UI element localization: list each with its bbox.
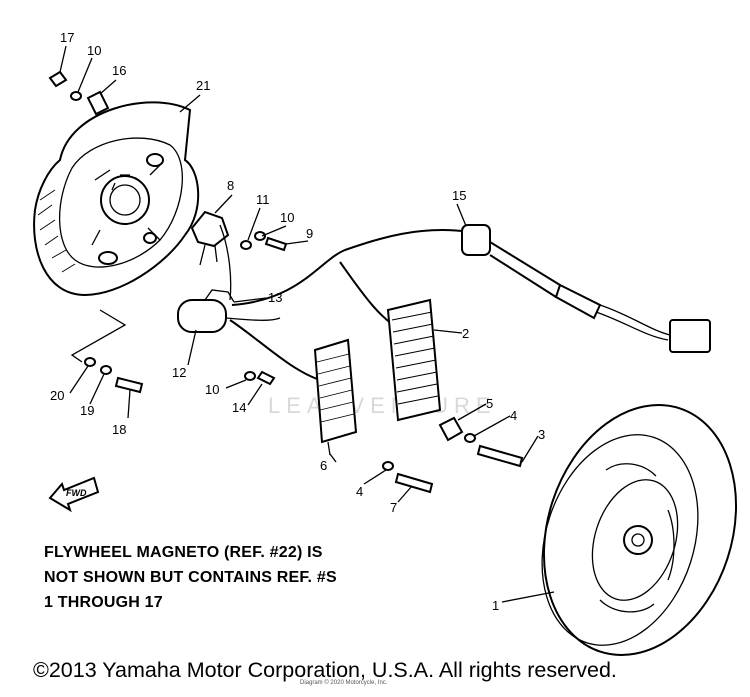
callout-10-low: 10 bbox=[205, 382, 219, 397]
screw-part-17 bbox=[48, 70, 68, 88]
washer-part-10-top bbox=[70, 91, 82, 101]
note-line-2: NOT SHOWN BUT CONTAINS REF. #S bbox=[44, 569, 337, 586]
flywheel-rotor-part-1 bbox=[541, 403, 738, 657]
callout-14: 14 bbox=[232, 400, 246, 415]
note-line-3: 1 THROUGH 17 bbox=[44, 594, 163, 611]
coil-part-2 bbox=[386, 298, 442, 422]
watermark-text: LEADVENTURE bbox=[268, 393, 497, 418]
callout-13: 13 bbox=[268, 290, 282, 305]
callout-3: 3 bbox=[538, 427, 545, 442]
screw-part-14 bbox=[256, 370, 276, 386]
screw-part-18 bbox=[114, 376, 144, 394]
ignition-coil-part-6 bbox=[313, 338, 358, 456]
callout-20: 20 bbox=[50, 388, 64, 403]
callout-2: 2 bbox=[462, 326, 469, 341]
contact-breaker-part-8 bbox=[190, 210, 232, 301]
callout-15: 15 bbox=[452, 188, 466, 203]
callout-17: 17 bbox=[60, 30, 74, 45]
diagram-stamp: Diagram © 2020 Motorcycle, Inc. bbox=[300, 679, 388, 686]
washer-part-19 bbox=[100, 365, 112, 375]
wire-harness-part-15 bbox=[229, 224, 711, 381]
flywheel-note: FLYWHEEL MAGNETO (REF. #22) IS NOT SHOWN… bbox=[44, 540, 337, 615]
screw-part-3 bbox=[476, 444, 524, 468]
callout-5: 5 bbox=[486, 396, 493, 411]
washer-part-4-right bbox=[464, 433, 476, 443]
washer-part-20 bbox=[84, 357, 96, 367]
callout-4-right: 4 bbox=[510, 408, 517, 423]
callout-9: 9 bbox=[306, 226, 313, 241]
callout-labels: 17 10 16 21 8 11 10 9 15 13 12 10 14 2 2… bbox=[50, 30, 545, 613]
screw-part-9 bbox=[264, 236, 288, 252]
callout-18: 18 bbox=[112, 422, 126, 437]
washer-part-4-left bbox=[382, 461, 394, 471]
forward-arrow-icon: FWD bbox=[48, 476, 100, 513]
callout-7: 7 bbox=[390, 500, 397, 515]
callout-4-left: 4 bbox=[356, 484, 363, 499]
forward-arrow-label: FWD bbox=[66, 488, 87, 498]
condenser-part-12 bbox=[177, 289, 281, 333]
callout-10-mid: 10 bbox=[280, 210, 294, 225]
washer-part-11 bbox=[240, 240, 252, 250]
callout-21: 21 bbox=[196, 78, 210, 93]
callout-1: 1 bbox=[492, 598, 499, 613]
callout-12: 12 bbox=[172, 365, 186, 380]
washer-part-10-mid bbox=[254, 231, 266, 241]
callout-10-top: 10 bbox=[87, 43, 101, 58]
callout-16: 16 bbox=[112, 63, 126, 78]
leader-lines bbox=[59, 45, 555, 603]
bracket-part-5 bbox=[438, 416, 464, 442]
callout-6: 6 bbox=[320, 458, 327, 473]
screw-part-7 bbox=[394, 472, 434, 494]
stator-plate-part-21 bbox=[33, 101, 200, 363]
callout-8: 8 bbox=[227, 178, 234, 193]
note-line-1: FLYWHEEL MAGNETO (REF. #22) IS bbox=[44, 544, 323, 561]
callout-11: 11 bbox=[256, 192, 270, 207]
washer-part-10-low bbox=[244, 371, 256, 381]
collar-part-16 bbox=[86, 90, 110, 116]
copyright-notice: ©2013 Yamaha Motor Corporation, U.S.A. A… bbox=[33, 658, 617, 682]
callout-19: 19 bbox=[80, 403, 94, 418]
